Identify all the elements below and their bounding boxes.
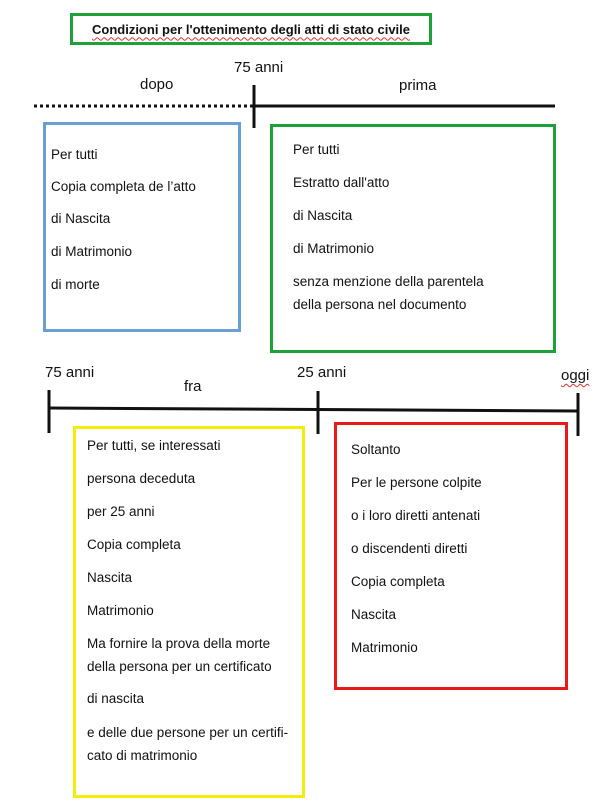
box-fra-75-25: Per tutti, se interessati persona decedu…	[73, 426, 305, 798]
box-line: cato di matrimonio	[87, 748, 198, 763]
box-line: Matrimonio	[351, 640, 418, 655]
box-line: o discendenti diretti	[351, 541, 468, 556]
box-line: o i loro diretti antenati	[351, 508, 481, 523]
box-line: della persona nel documento	[293, 297, 467, 312]
box-line: di Matrimonio	[293, 241, 375, 256]
top-label-prima: prima	[399, 77, 437, 94]
box-line: Per tutti, se interessati	[87, 438, 221, 453]
box-line: di nascita	[87, 691, 145, 706]
box-line: Per tutti	[51, 147, 98, 162]
box-line: di Nascita	[51, 211, 111, 226]
box-line: di morte	[51, 277, 100, 292]
box-line: Matrimonio	[87, 603, 154, 618]
box-line: Per le persone colpite	[351, 475, 482, 490]
box-line: Copia completa	[351, 574, 445, 589]
box-line: della persona per un certificato	[87, 659, 272, 674]
box-line: di Matrimonio	[51, 244, 133, 259]
box-line: Nascita	[87, 570, 133, 585]
box-line: senza menzione della parentela	[293, 274, 484, 289]
box-line: di Nascita	[293, 208, 353, 223]
bottom-label-fra: fra	[184, 378, 202, 395]
bottom-mark-75: 75 anni	[45, 364, 95, 381]
top-mark-75: 75 anni	[234, 59, 284, 76]
bottom-solid-line	[48, 406, 579, 413]
box-line: Copia completa	[87, 537, 181, 552]
box-line: Ma fornire la prova della morte	[87, 636, 271, 651]
box-line: Per tutti	[293, 142, 340, 157]
box-dopo-25-oggi: Soltanto Per le persone colpite o i loro…	[334, 422, 568, 690]
bottom-mark-25: 25 anni	[297, 364, 347, 381]
box-line: Nascita	[351, 607, 397, 622]
title-box: Condizioni per l'ottenimento degli atti …	[70, 13, 432, 45]
bottom-mark-oggi: oggi	[561, 367, 590, 384]
top-label-dopo: dopo	[140, 76, 174, 93]
box-line: Soltanto	[351, 442, 401, 457]
page-title: Condizioni per l'ottenimento degli atti …	[92, 21, 410, 37]
box-line: per 25 anni	[87, 504, 155, 519]
box-line: e delle due persone per un certifi-	[87, 725, 289, 740]
box-dopo-75: Per tutti Copia completa de l’atto di Na…	[43, 122, 241, 332]
box-line: Copia completa de l’atto	[51, 179, 196, 194]
box-line: persona deceduta	[87, 471, 196, 486]
box-line: Estratto dall'atto	[293, 175, 390, 190]
box-prima-75: Per tutti Estratto dall'atto di Nascita …	[270, 124, 556, 353]
